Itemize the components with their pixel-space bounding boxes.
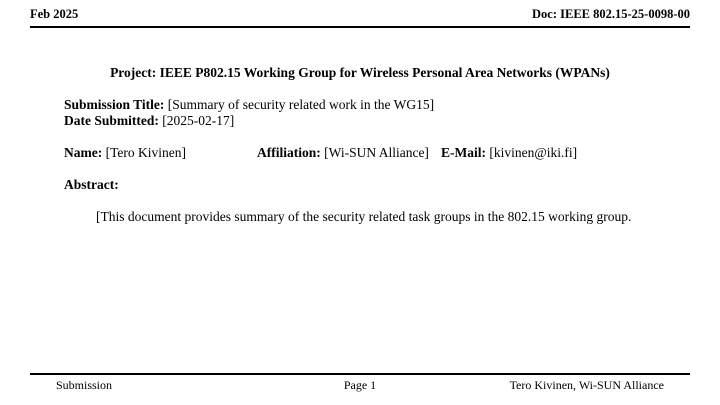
email-value: [kivinen@iki.fi] — [489, 145, 578, 160]
abstract-label: Abstract: — [64, 177, 119, 192]
date-submitted-value: [2025-02-17] — [162, 113, 235, 128]
date-submitted-label: Date Submitted: — [64, 113, 159, 128]
date-submitted-line: Date Submitted: [2025-02-17] — [64, 113, 234, 129]
email-field: E-Mail: [kivinen@iki.fi] — [441, 145, 577, 161]
footer-divider — [30, 373, 690, 375]
name-value: [Tero Kivinen] — [105, 145, 187, 160]
author-name-field: Name: [Tero Kivinen] — [64, 145, 186, 161]
header-doc-id: Doc: IEEE 802.15-25-0098-00 — [532, 7, 690, 21]
header-date: Feb 2025 — [30, 7, 79, 21]
project-line: Project: IEEE P802.15 Working Group for … — [0, 65, 720, 81]
abstract-text: [This document provides summary of the s… — [96, 209, 632, 224]
header-divider — [30, 26, 690, 28]
affiliation-label: Affiliation: — [257, 145, 321, 160]
affiliation-value: [Wi-SUN Alliance] — [324, 145, 429, 160]
name-label: Name: — [64, 145, 103, 160]
project-value: IEEE P802.15 Working Group for Wireless … — [159, 65, 610, 80]
footer-page-number: Page 1 — [343, 378, 377, 392]
submission-title-label: Submission Title: — [64, 97, 165, 112]
abstract-heading: Abstract: — [64, 177, 119, 193]
affiliation-field: Affiliation: [Wi-SUN Alliance] — [257, 145, 429, 161]
footer-author: Tero Kivinen, Wi-SUN Alliance — [509, 378, 664, 392]
email-label: E-Mail: — [441, 145, 486, 160]
submission-title-value: [Summary of security related work in the… — [167, 97, 435, 112]
footer-submission: Submission — [56, 378, 113, 392]
submission-title-line: Submission Title: [Summary of security r… — [64, 97, 434, 113]
project-label: Project: — [110, 65, 157, 80]
